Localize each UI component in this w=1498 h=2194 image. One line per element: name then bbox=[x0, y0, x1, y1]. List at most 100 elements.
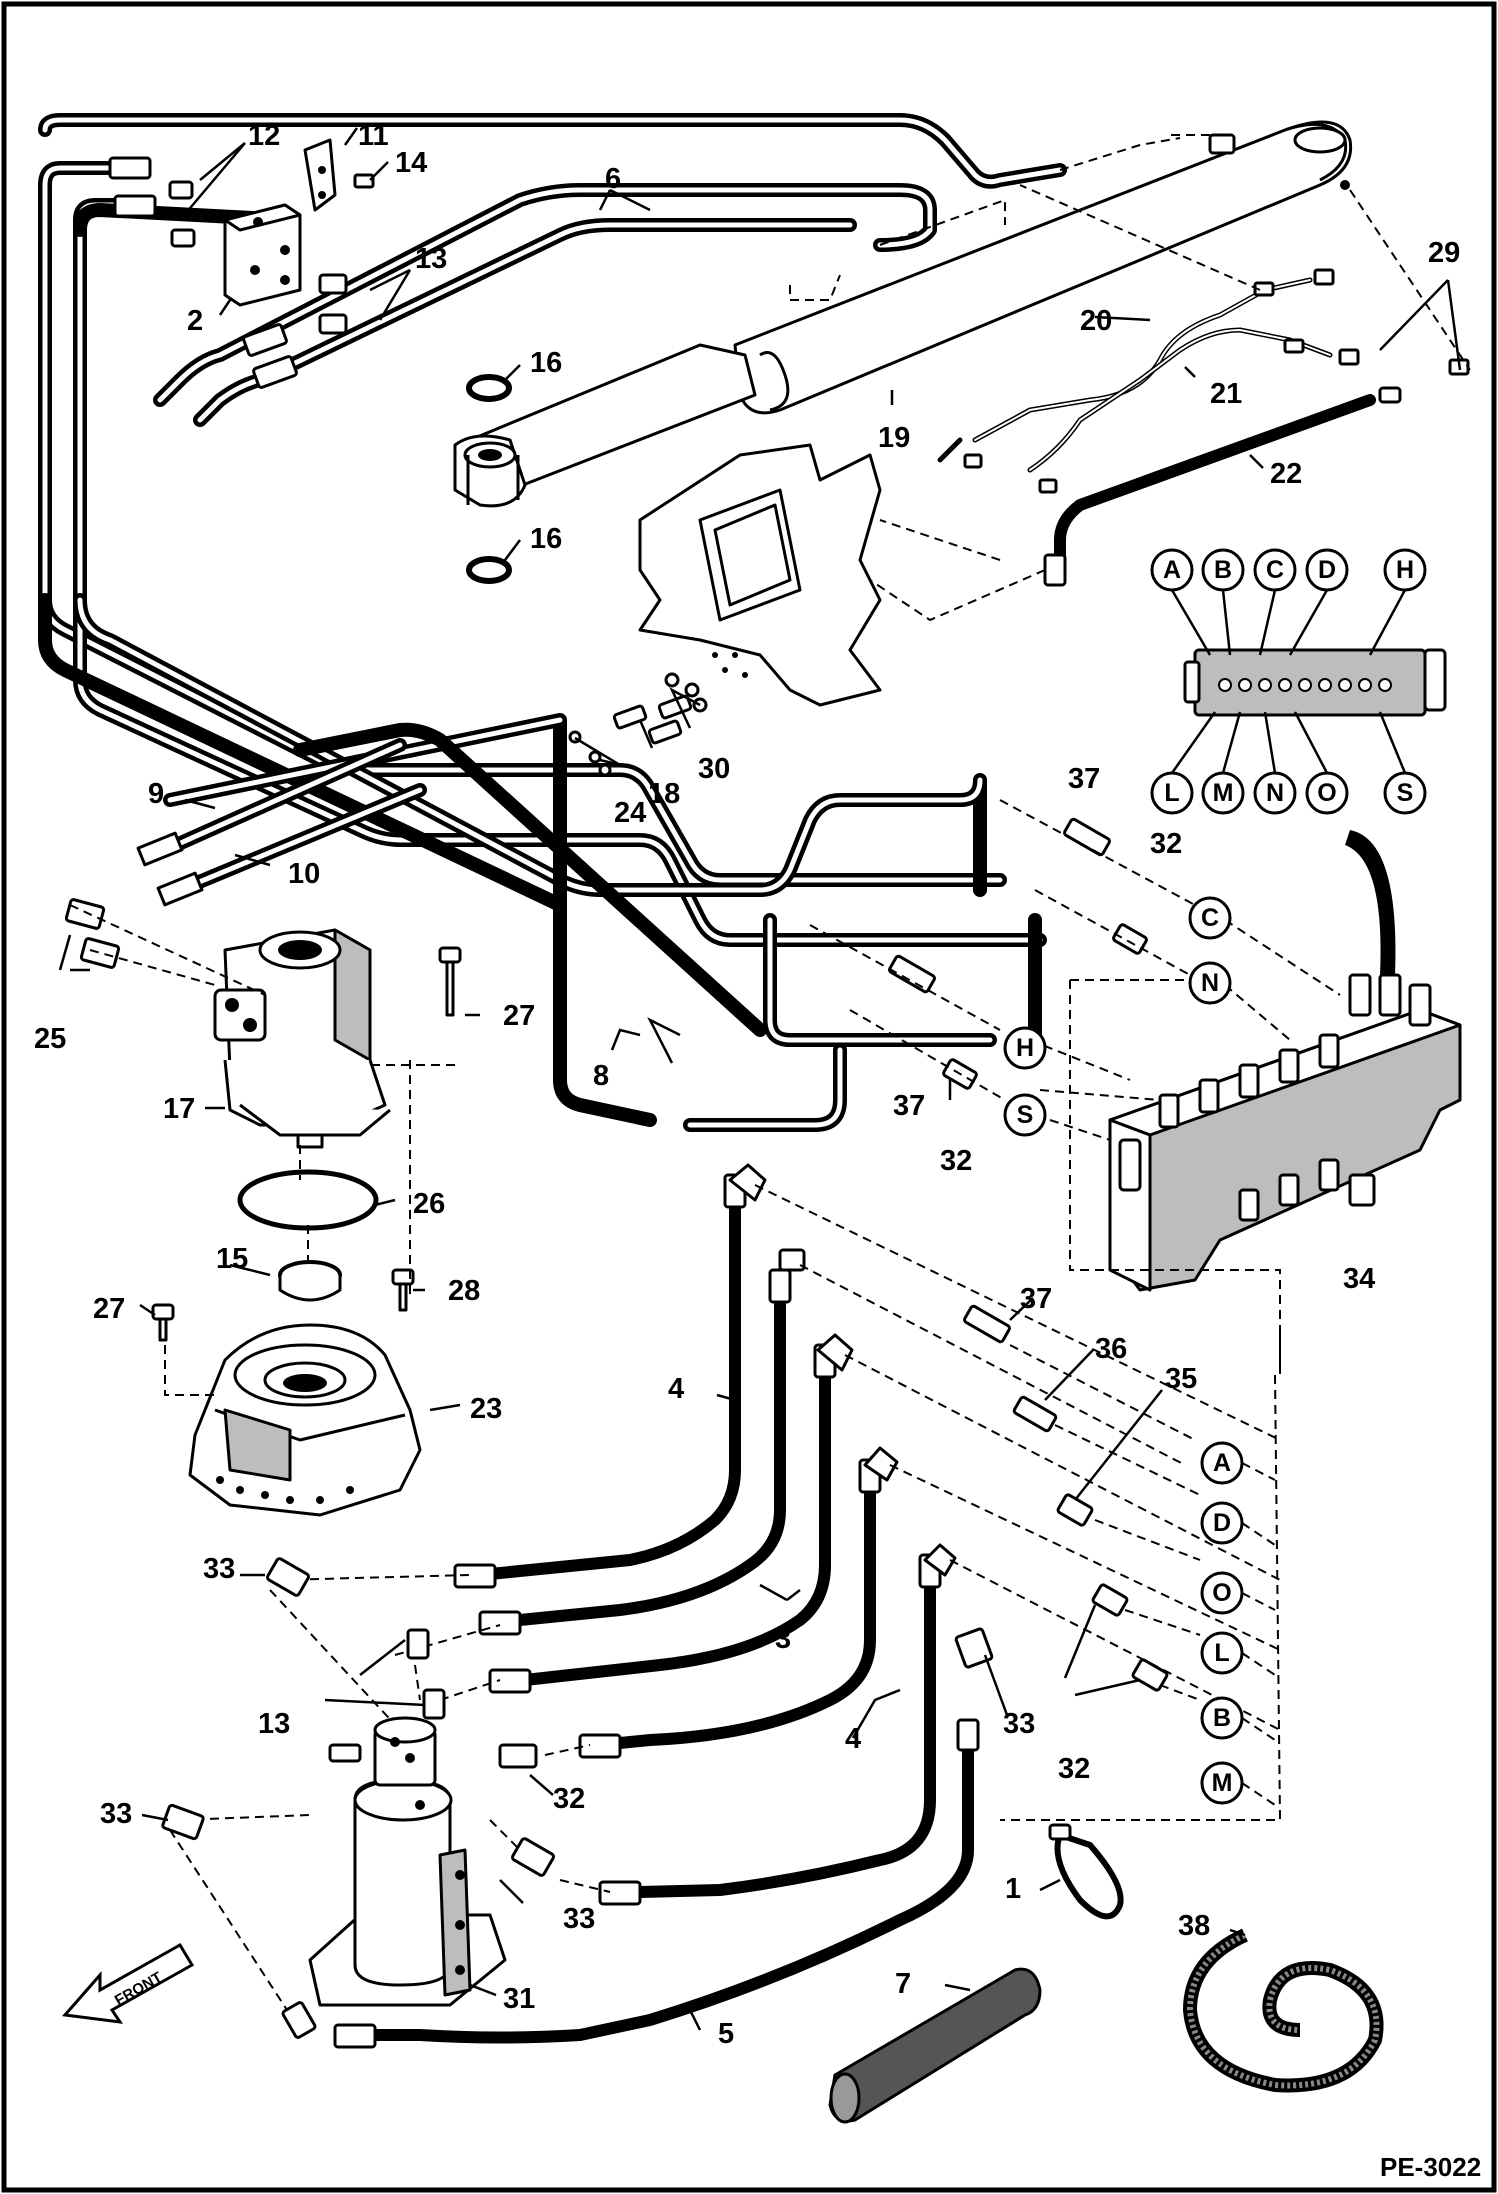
callout-33-c: 33 bbox=[100, 1798, 132, 1830]
callout-25: 25 bbox=[34, 1023, 66, 1055]
callout-3: 3 bbox=[775, 1623, 791, 1655]
callout-27-lower: 27 bbox=[93, 1293, 125, 1325]
detail-pointer bbox=[1345, 830, 1396, 975]
hose-fittings-bottom bbox=[333, 1163, 980, 2049]
hoses-3-4 bbox=[344, 1194, 974, 2044]
drawing-reference: PE-3022 bbox=[1380, 2152, 1481, 2182]
callout-12: 12 bbox=[248, 120, 280, 152]
dashed-leaders-right bbox=[169, 1184, 1281, 2031]
conn-H: H bbox=[1016, 1034, 1034, 1062]
callout-36: 36 bbox=[1095, 1333, 1127, 1365]
port-A-top: A bbox=[1163, 556, 1181, 584]
callout-30: 30 bbox=[698, 753, 730, 785]
swing-housing-23 bbox=[188, 1323, 422, 1517]
port-letters-top: A B C D H bbox=[1150, 548, 1427, 656]
hose-22 bbox=[1043, 386, 1402, 587]
callout-32-top: 32 bbox=[1150, 828, 1182, 860]
callout-32-mid: 32 bbox=[940, 1145, 972, 1177]
port-letters-bottom: L M N O S bbox=[1150, 711, 1427, 815]
callout-14: 14 bbox=[395, 147, 427, 179]
callout-33-a: 33 bbox=[203, 1553, 235, 1585]
protective-sleeve-7 bbox=[828, 1967, 1042, 2124]
hose-clamp-1 bbox=[1048, 1823, 1124, 1920]
port-D-top: D bbox=[1318, 556, 1336, 584]
fittings-25 bbox=[64, 898, 121, 969]
valve-dashed-outline bbox=[1069, 979, 1281, 1375]
conn-B: B bbox=[1213, 1704, 1231, 1732]
valve-block-2 bbox=[223, 203, 302, 307]
port-S-bottom: S bbox=[1397, 779, 1414, 807]
conn-N: N bbox=[1201, 969, 1219, 997]
callout-37-top: 37 bbox=[1068, 763, 1100, 795]
port-C-top: C bbox=[1266, 556, 1284, 584]
hose-9-10 bbox=[136, 738, 427, 907]
boom-cylinder-19 bbox=[453, 120, 1353, 508]
seal-15 bbox=[278, 1260, 342, 1302]
callout-32-lower: 32 bbox=[1058, 1753, 1090, 1785]
callout-19: 19 bbox=[878, 422, 910, 454]
conn-A: A bbox=[1213, 1449, 1231, 1477]
callout-13-lower: 13 bbox=[258, 1708, 290, 1740]
callout-leaders bbox=[58, 127, 1462, 2031]
conn-M: M bbox=[1212, 1769, 1233, 1797]
fittings-lower-right bbox=[963, 1304, 1169, 1692]
dashed-leaders-mid bbox=[69, 134, 1471, 1396]
port-B-top: B bbox=[1214, 556, 1232, 584]
callout-21: 21 bbox=[1210, 378, 1242, 410]
callout-34: 34 bbox=[1343, 1263, 1375, 1295]
tubes-20-21 bbox=[937, 277, 1333, 494]
callout-31: 31 bbox=[503, 1983, 535, 2015]
callout-26: 26 bbox=[413, 1188, 445, 1220]
callout-33-b: 33 bbox=[1003, 1708, 1035, 1740]
callout-2: 2 bbox=[187, 305, 203, 337]
port-N-bottom: N bbox=[1266, 779, 1284, 807]
callout-16-upper: 16 bbox=[530, 347, 562, 379]
callout-20: 20 bbox=[1080, 305, 1112, 337]
coil-hose-38 bbox=[1182, 1928, 1384, 2093]
bolts-27-28 bbox=[151, 946, 462, 1342]
port-H-top: H bbox=[1396, 556, 1414, 584]
callout-29: 29 bbox=[1428, 237, 1460, 269]
callout-37-mid: 37 bbox=[893, 1090, 925, 1122]
hose-8 bbox=[38, 113, 1067, 427]
front-arrow: FRONT bbox=[62, 1942, 195, 2024]
valve-port-detail bbox=[1183, 648, 1447, 717]
callout-33-d: 33 bbox=[563, 1903, 595, 1935]
hose-group-valve bbox=[38, 593, 1042, 1132]
callout-38: 38 bbox=[1178, 1910, 1210, 1942]
fittings-29 bbox=[1313, 268, 1470, 376]
swing-motor-17 bbox=[213, 928, 391, 1149]
callout-10: 10 bbox=[288, 858, 320, 890]
conn-L: L bbox=[1214, 1639, 1229, 1667]
callout-numbers: 12 11 14 13 2 6 16 16 19 20 21 22 29 30 … bbox=[34, 120, 1460, 2050]
callout-6: 6 bbox=[605, 163, 621, 195]
callout-32-swivel: 32 bbox=[553, 1783, 585, 1815]
conn-S: S bbox=[1017, 1101, 1034, 1129]
callout-18: 18 bbox=[648, 778, 680, 810]
callout-11: 11 bbox=[358, 120, 389, 152]
fittings-18-24-30 bbox=[568, 672, 708, 777]
o-rings-16 bbox=[466, 374, 512, 584]
conn-C: C bbox=[1201, 904, 1219, 932]
main-control-valve-34 bbox=[1108, 973, 1462, 1292]
callout-13: 13 bbox=[415, 243, 447, 275]
callout-9: 9 bbox=[148, 778, 164, 810]
fittings-top-left bbox=[108, 156, 375, 389]
callout-7: 7 bbox=[895, 1968, 911, 2000]
connection-letters-mid: C N H S bbox=[1003, 896, 1232, 1137]
callout-35: 35 bbox=[1165, 1363, 1197, 1395]
port-M-bottom: M bbox=[1213, 779, 1234, 807]
callout-15: 15 bbox=[216, 1243, 248, 1275]
boom-mount-bracket bbox=[638, 443, 882, 707]
bracket-11 bbox=[303, 138, 337, 212]
callout-8: 8 bbox=[593, 1060, 609, 1092]
conn-D: D bbox=[1213, 1509, 1231, 1537]
o-ring-26 bbox=[237, 1169, 379, 1231]
swivel-joint-31 bbox=[308, 1716, 507, 2007]
callout-4-lower: 4 bbox=[845, 1723, 861, 1755]
callout-16-lower: 16 bbox=[530, 523, 562, 555]
callout-17: 17 bbox=[163, 1093, 195, 1125]
port-O-bottom: O bbox=[1317, 779, 1336, 807]
